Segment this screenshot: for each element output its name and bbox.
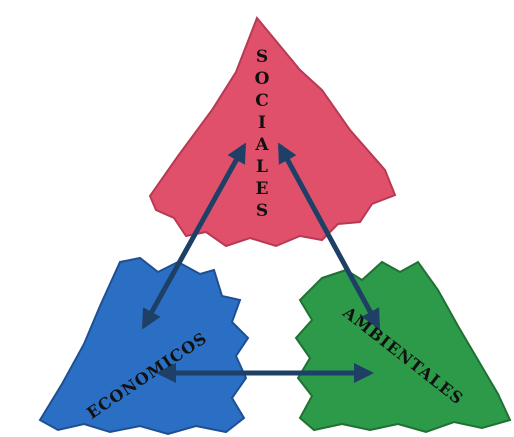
sociales-letter-2: O: [255, 69, 270, 89]
sociales-letter-8: S: [256, 201, 268, 221]
sociales-letter-4: I: [258, 113, 266, 133]
sociales-letter-1: S: [256, 47, 268, 67]
environmental-piece: AMBIENTALES: [296, 262, 510, 432]
sociales-letter-5: A: [254, 135, 269, 155]
social-piece: S O C I A L E S: [150, 18, 395, 246]
sociales-letter-7: E: [256, 179, 269, 199]
economic-piece: ECONOMICOS: [40, 258, 248, 434]
sociales-letter-6: L: [256, 157, 268, 177]
sociales-letter-3: C: [255, 91, 269, 111]
